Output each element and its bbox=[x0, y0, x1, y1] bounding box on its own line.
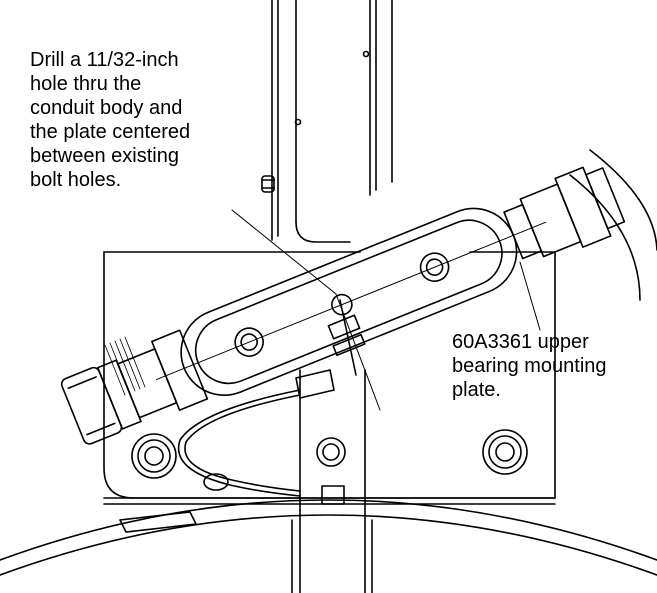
drill-instruction-callout: Drill a 11/32-inch hole thru the conduit… bbox=[30, 48, 190, 192]
plate-bolt-center bbox=[316, 437, 346, 467]
drill-line-5: between existing bbox=[30, 145, 179, 167]
drill-nut bbox=[327, 299, 366, 376]
drill-line-1: Drill a 11/32-inch bbox=[30, 49, 179, 71]
enclosure-arc bbox=[0, 499, 657, 576]
conduit-body bbox=[60, 166, 626, 445]
ground-wire bbox=[119, 389, 345, 533]
plate-bolt-right bbox=[482, 429, 528, 475]
vertical-bracket bbox=[261, 0, 393, 243]
drill-line-3: conduit body and bbox=[30, 97, 183, 119]
plate-line-3: plate. bbox=[452, 379, 501, 401]
wire-clip bbox=[295, 369, 335, 399]
plate-line-1: 60A3361 upper bbox=[452, 331, 589, 353]
plate-leader-line bbox=[519, 261, 541, 331]
drill-leader-line bbox=[231, 209, 337, 295]
plate-line-2: bearing mounting bbox=[452, 355, 607, 377]
drill-leader-line-2 bbox=[335, 293, 381, 411]
plate-label-callout: 60A3361 upper bearing mounting plate. bbox=[452, 330, 607, 402]
leader-lines bbox=[231, 209, 541, 411]
bottom-post bbox=[291, 369, 373, 593]
plate-bolt-left bbox=[131, 433, 177, 479]
drill-line-6: bolt holes. bbox=[30, 169, 122, 191]
drill-line-4: the plate centered bbox=[30, 121, 191, 143]
gland-knurl bbox=[104, 336, 146, 396]
conduit-pipe bbox=[569, 149, 657, 301]
drill-line-2: hole thru the bbox=[30, 73, 142, 95]
